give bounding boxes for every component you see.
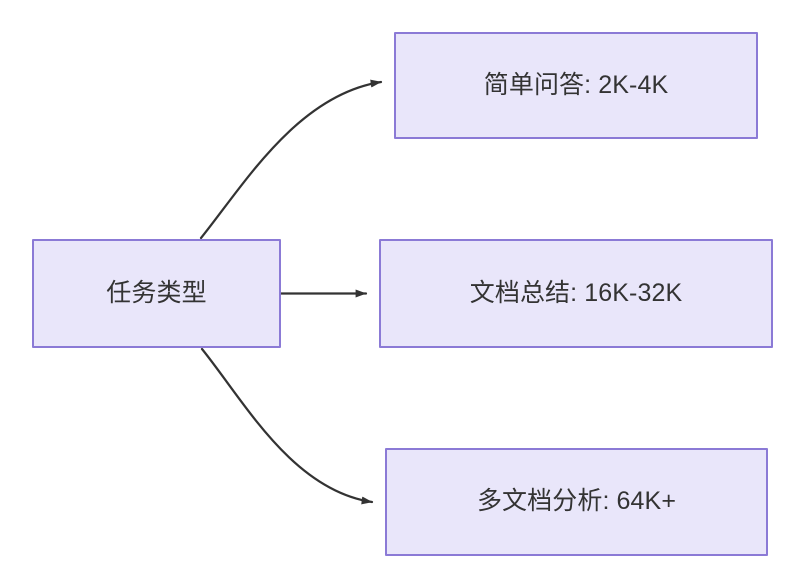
node-simple-qa[interactable]: 简单问答: 2K-4K <box>394 32 758 139</box>
node-doc-summary-label: 文档总结: 16K-32K <box>469 278 683 307</box>
node-multi-doc-analysis-label: 多文档分析: 64K+ <box>476 487 677 516</box>
node-simple-qa-label: 简单问答: 2K-4K <box>483 70 669 99</box>
node-task-type[interactable]: 任务类型 <box>32 239 281 348</box>
node-doc-summary[interactable]: 文档总结: 16K-32K <box>379 239 773 348</box>
edge-to-multi-doc <box>200 347 374 505</box>
node-task-type-label: 任务类型 <box>106 278 207 307</box>
node-multi-doc-analysis[interactable]: 多文档分析: 64K+ <box>385 448 768 556</box>
edge-to-simple-qa <box>199 79 383 240</box>
